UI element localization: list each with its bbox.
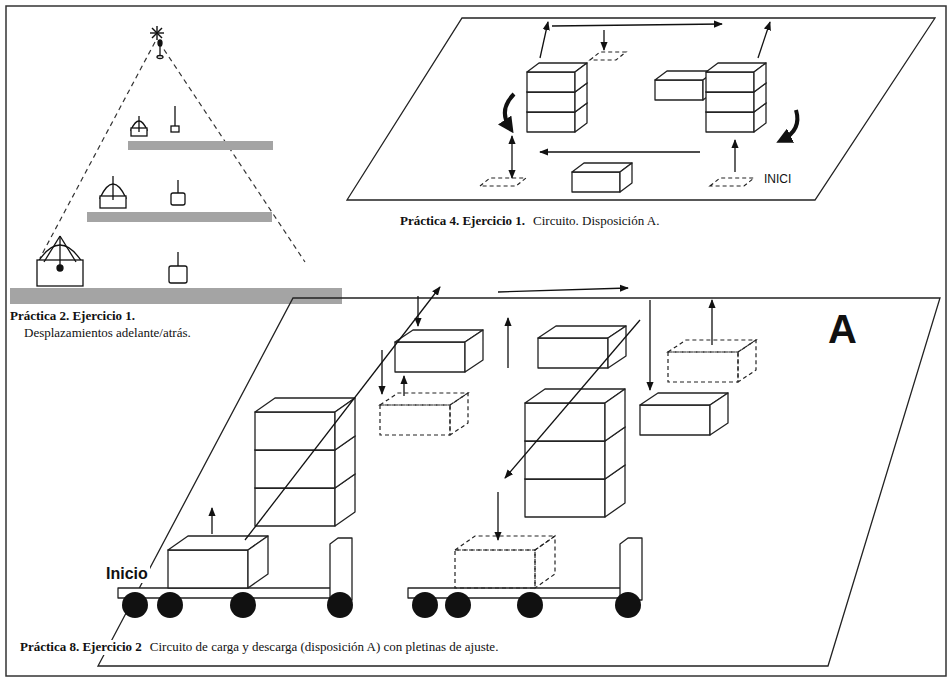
move-arrow	[211, 508, 212, 534]
turn-arrow	[782, 110, 797, 140]
vanishing-star	[150, 26, 164, 40]
truck	[408, 536, 642, 618]
move-arrow	[498, 288, 628, 292]
crate	[527, 63, 587, 92]
crate	[538, 326, 626, 368]
move-arrow	[711, 300, 712, 345]
move-arrow	[758, 22, 770, 58]
caption-text: Circuito de carga y descarga (disposició…	[148, 640, 501, 655]
move-arrow	[497, 492, 498, 540]
floor-plane	[347, 18, 935, 200]
caption-title: Práctica 4. Ejercicio 1.	[398, 214, 527, 229]
start-label: INICI	[762, 173, 793, 187]
move-arrow	[649, 300, 650, 390]
caption-text: Desplazamientos adelante/atrás.	[22, 326, 193, 341]
move-arrow	[511, 136, 512, 178]
target-place	[668, 340, 756, 382]
floor-plane	[98, 298, 940, 666]
floor-band	[10, 288, 342, 304]
move-arrow	[417, 296, 418, 326]
move-arrow	[603, 30, 604, 50]
move-arrow	[381, 350, 382, 394]
load-circuit	[98, 287, 940, 666]
caption-title: Práctica 8. Ejercicio 2	[18, 640, 144, 655]
move-arrow	[552, 24, 722, 26]
truck	[118, 536, 353, 618]
turn-arrow	[505, 94, 514, 128]
footprint	[590, 52, 626, 60]
move-arrow	[734, 140, 735, 172]
move-arrow	[540, 151, 700, 152]
move-arrow	[403, 376, 404, 396]
floor-band	[128, 141, 273, 150]
layout-letter: A	[826, 306, 859, 352]
move-arrow	[505, 320, 640, 478]
perspective-exercise	[10, 26, 342, 304]
start-label: Inicio	[104, 565, 150, 583]
footprint	[710, 178, 754, 186]
footprint	[480, 178, 526, 186]
circuit-plan-small	[347, 18, 935, 200]
move-arrow	[507, 318, 508, 368]
figure-border	[6, 6, 946, 676]
crate	[706, 63, 766, 92]
caption-text: Circuito. Disposición A.	[531, 214, 661, 229]
crate	[255, 398, 355, 450]
perspective-line	[159, 42, 305, 262]
crate	[395, 330, 483, 372]
move-arrow	[245, 287, 440, 540]
move-arrow	[540, 22, 548, 58]
caption-title: Práctica 2. Ejercicio 1.	[8, 309, 137, 324]
floor-band	[87, 212, 272, 222]
crate	[572, 163, 632, 192]
target-place	[380, 393, 468, 435]
marker-figures	[37, 40, 187, 286]
crate	[640, 393, 728, 435]
